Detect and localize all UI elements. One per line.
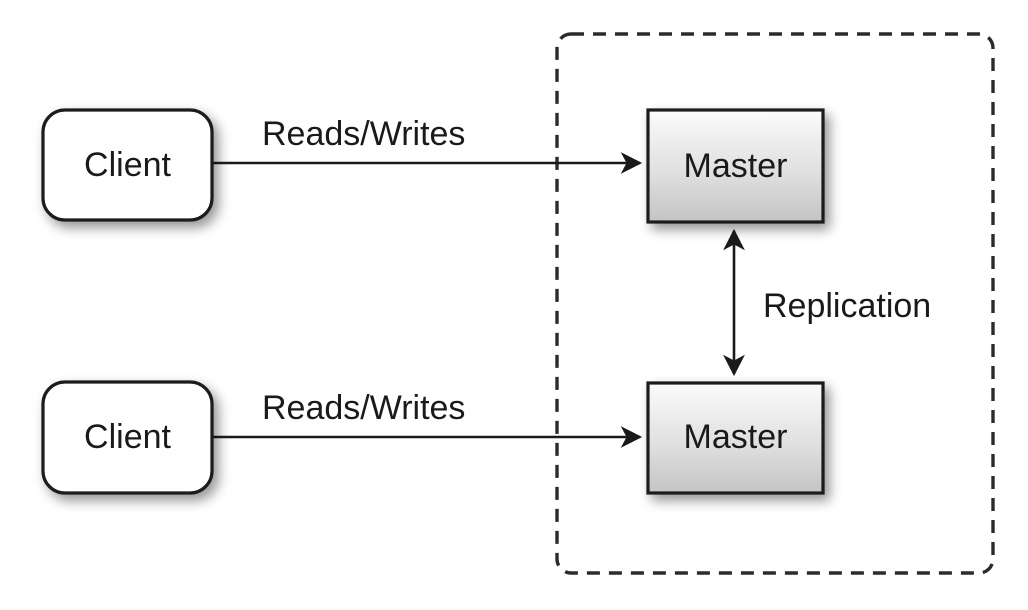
master-top-box-shape[interactable]	[646, 108, 825, 224]
edge-reads-writes-top: Reads/Writes	[212, 115, 643, 174]
master-bottom-box-shape[interactable]	[646, 381, 825, 495]
client-bottom-label: Client	[84, 418, 171, 456]
node-client-bottom[interactable]	[41, 380, 214, 495]
edge-replication: Replication	[723, 228, 931, 377]
edge-label-reads-writes-bottom: Reads/Writes	[262, 389, 465, 427]
edge-label-replication: Replication	[763, 287, 931, 325]
client-top-box-shape[interactable]	[41, 108, 214, 222]
master-top-label: Master	[684, 147, 788, 185]
master-bottom-label: Master	[684, 418, 788, 456]
node-master-bottom[interactable]	[646, 381, 825, 495]
client-bottom-box-shape[interactable]	[41, 380, 214, 495]
database-cluster-boundary	[555, 32, 995, 575]
node-master-top[interactable]	[646, 108, 825, 224]
edge-label-reads-writes-top: Reads/Writes	[262, 115, 465, 153]
edge-reads-writes-bottom: Reads/Writes	[212, 389, 643, 448]
client-top-label: Client	[84, 146, 171, 184]
node-client-top[interactable]	[41, 108, 214, 222]
